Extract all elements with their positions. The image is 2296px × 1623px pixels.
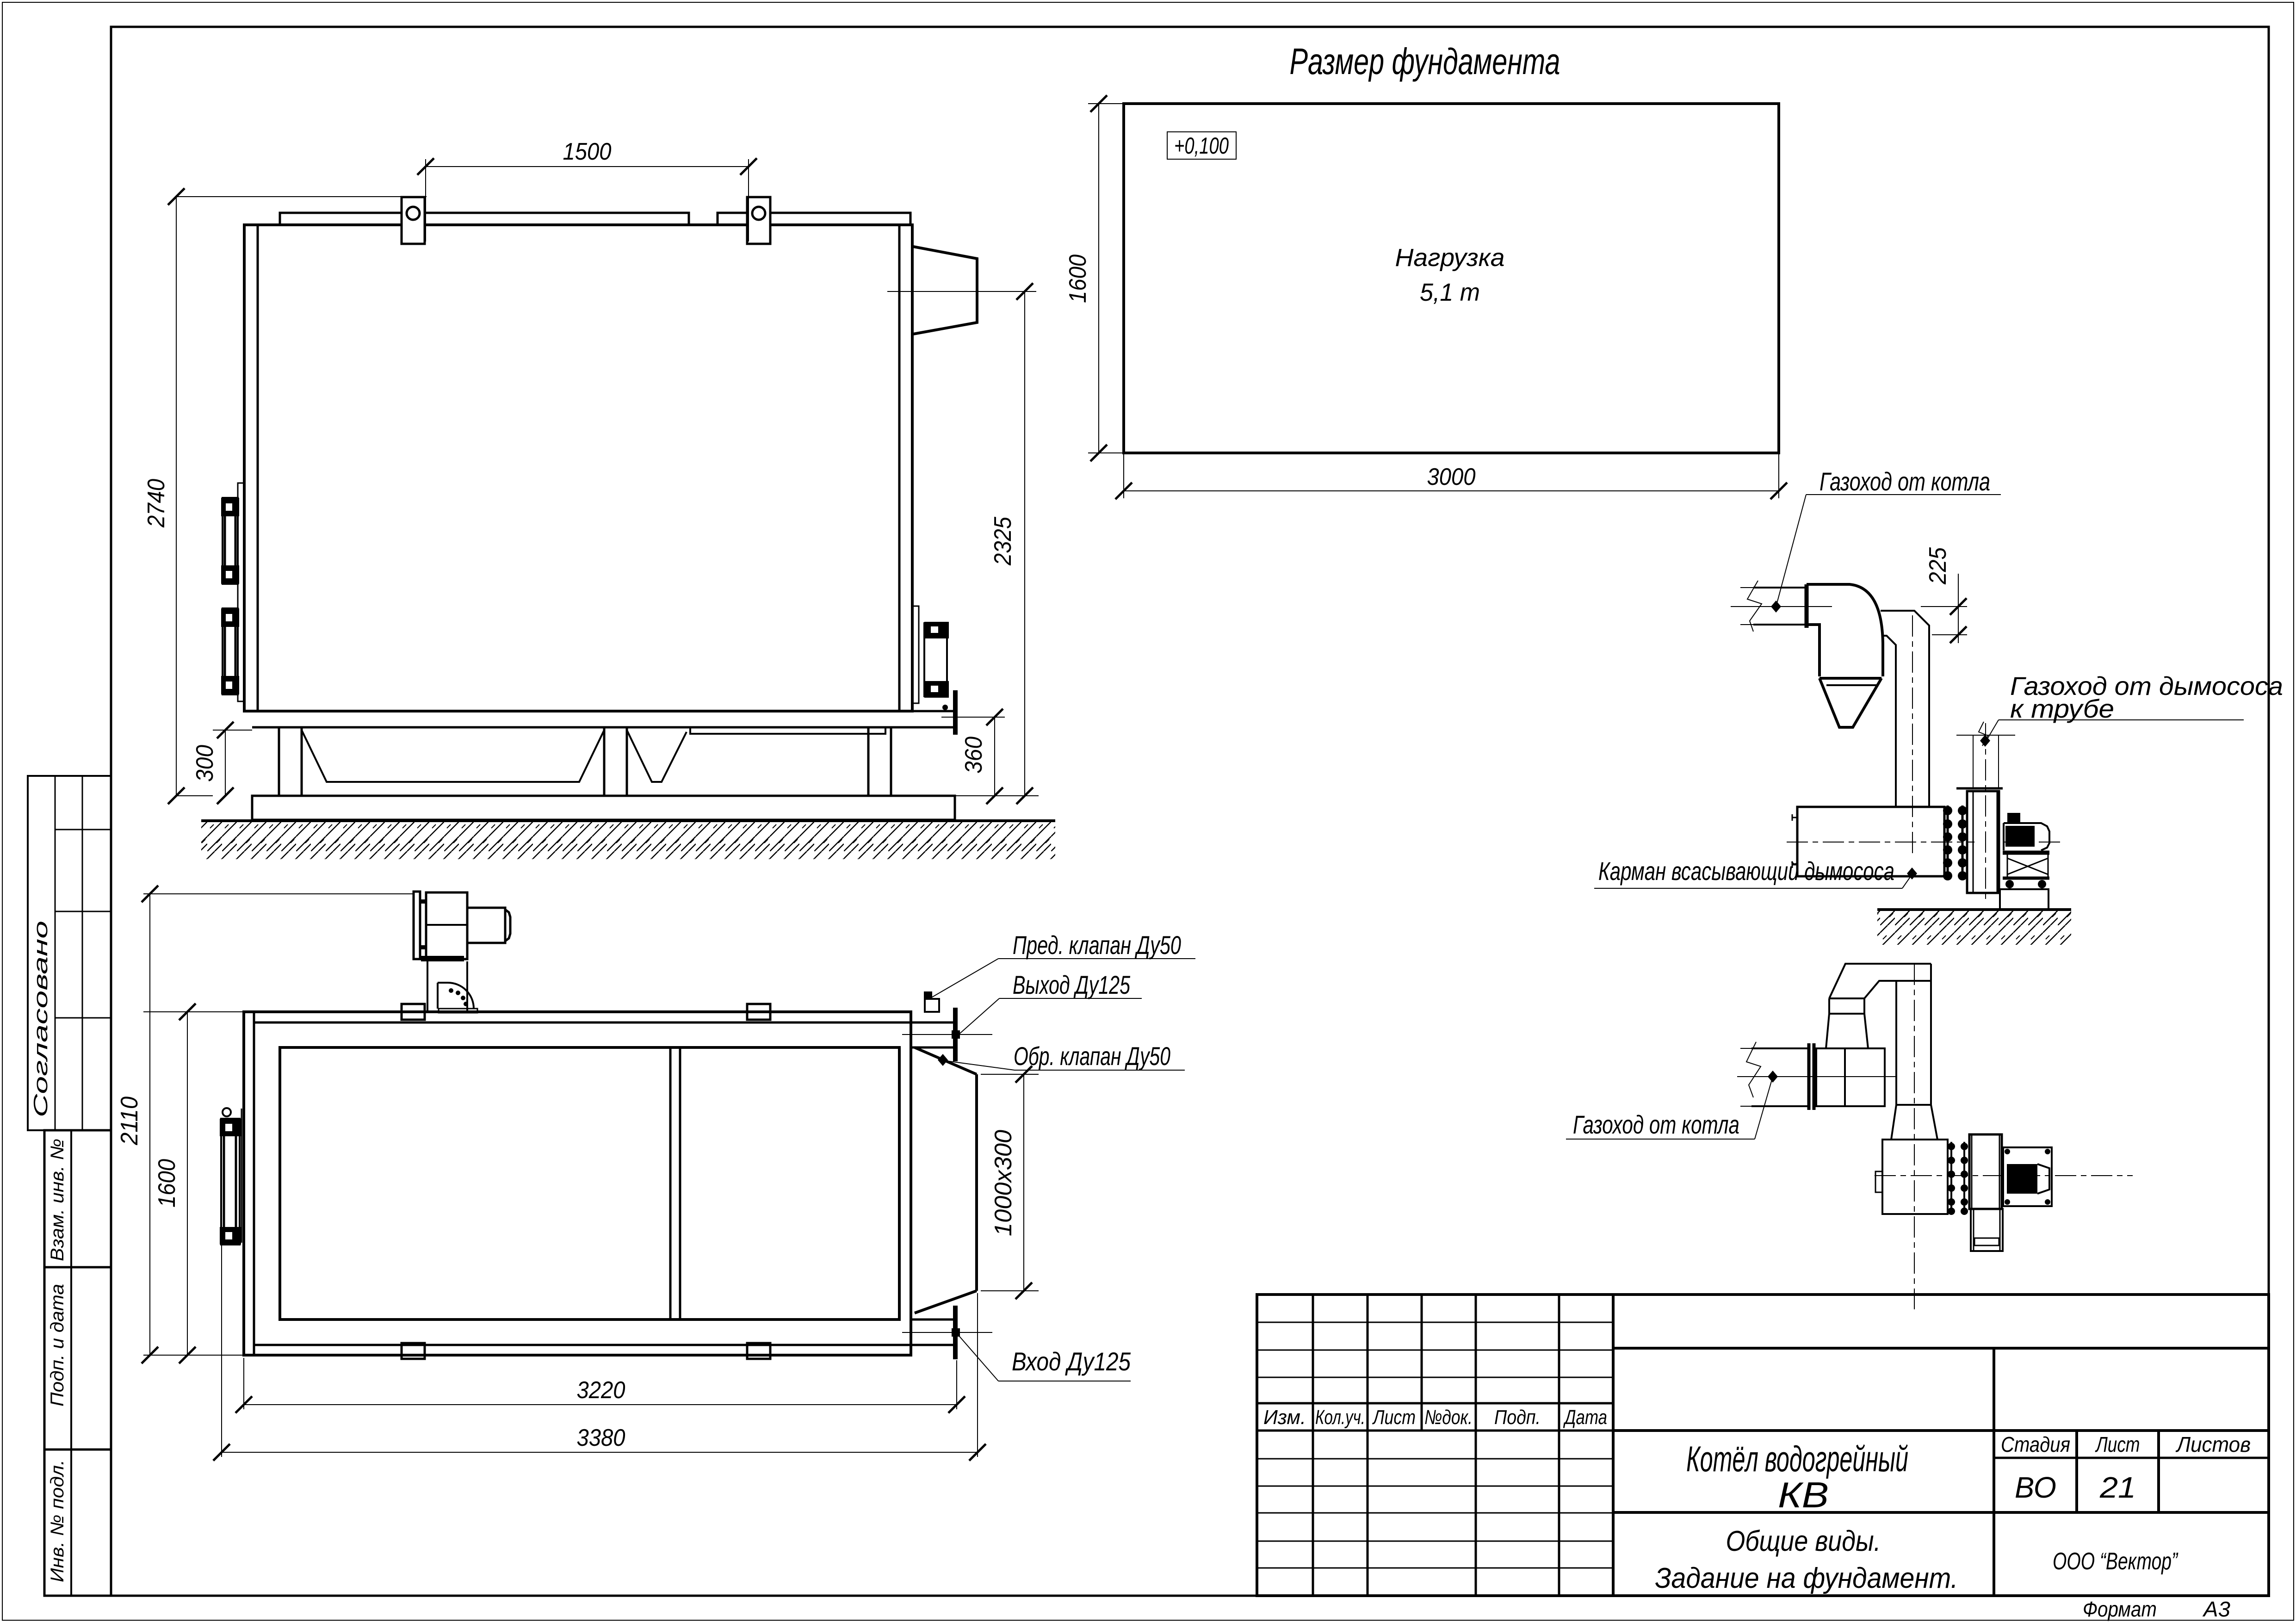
- svg-text:Вход Ду125: Вход Ду125: [1012, 1347, 1131, 1376]
- svg-text:Газоход от котла: Газоход от котла: [1819, 467, 1990, 496]
- svg-text:Подп. и дата: Подп. и дата: [47, 1284, 68, 1406]
- svg-text:Изм.: Изм.: [1263, 1406, 1306, 1429]
- svg-text:360: 360: [960, 737, 987, 774]
- svg-text:1000х300: 1000х300: [990, 1130, 1017, 1236]
- svg-text:Лист: Лист: [2095, 1432, 2140, 1456]
- svg-text:ВО: ВО: [2015, 1471, 2056, 1504]
- svg-text:3220: 3220: [577, 1377, 625, 1404]
- svg-text:Стадия: Стадия: [2001, 1432, 2070, 1456]
- svg-text:№док.: №док.: [1424, 1406, 1473, 1429]
- svg-text:Взам. инв. №: Взам. инв. №: [47, 1139, 68, 1261]
- svg-text:Выход Ду125: Выход Ду125: [1013, 970, 1131, 999]
- svg-text:1600: 1600: [1064, 254, 1091, 303]
- svg-text:Размер фундамента: Размер фундамента: [1290, 41, 1560, 82]
- svg-text:Согласовано: Согласовано: [30, 921, 51, 1117]
- svg-text:300: 300: [192, 745, 218, 782]
- svg-text:КВ: КВ: [1778, 1474, 1829, 1515]
- svg-text:3380: 3380: [577, 1425, 625, 1451]
- svg-text:2110: 2110: [116, 1096, 143, 1146]
- svg-text:1600: 1600: [154, 1159, 180, 1208]
- svg-text:Газоход от котла: Газоход от котла: [1573, 1110, 1739, 1139]
- svg-text:Газоход от дымососа: Газоход от дымососа: [2010, 671, 2283, 700]
- svg-text:Лист: Лист: [1372, 1406, 1416, 1429]
- svg-text:1500: 1500: [563, 138, 612, 165]
- svg-text:Кол.уч.: Кол.уч.: [1315, 1406, 1365, 1429]
- svg-text:ООО “Вектор”: ООО “Вектор”: [2053, 1548, 2178, 1575]
- svg-text:Нагрузка: Нагрузка: [1395, 244, 1505, 272]
- svg-text:Формат: Формат: [2083, 1597, 2157, 1621]
- svg-text:Общие виды.: Общие виды.: [1726, 1525, 1881, 1557]
- svg-text:Котёл водогрейный: Котёл водогрейный: [1686, 1438, 1908, 1479]
- svg-text:Задание на фундамент.: Задание на фундамент.: [1655, 1562, 1958, 1594]
- svg-text:А3: А3: [2202, 1597, 2231, 1621]
- svg-text:3000: 3000: [1427, 464, 1476, 490]
- svg-text:2325: 2325: [990, 516, 1016, 566]
- svg-text:Листов: Листов: [2175, 1432, 2251, 1456]
- svg-text:2740: 2740: [143, 479, 170, 528]
- svg-text:Обр. клапан Ду50: Обр. клапан Ду50: [1014, 1041, 1170, 1071]
- svg-text:к трубе: к трубе: [2010, 694, 2114, 723]
- svg-text:5,1 т: 5,1 т: [1420, 279, 1480, 306]
- svg-text:21: 21: [2099, 1471, 2136, 1504]
- svg-text:Пред. клапан Ду50: Пред. клапан Ду50: [1013, 930, 1181, 960]
- svg-text:Подп.: Подп.: [1494, 1406, 1541, 1429]
- svg-text:225: 225: [1925, 547, 1951, 585]
- svg-text:+0,100: +0,100: [1174, 133, 1229, 159]
- svg-text:Карман всасывающий дымососа: Карман всасывающий дымососа: [1598, 856, 1894, 886]
- svg-text:Дата: Дата: [1563, 1406, 1607, 1429]
- svg-text:Инв. № подл.: Инв. № подл.: [47, 1460, 68, 1582]
